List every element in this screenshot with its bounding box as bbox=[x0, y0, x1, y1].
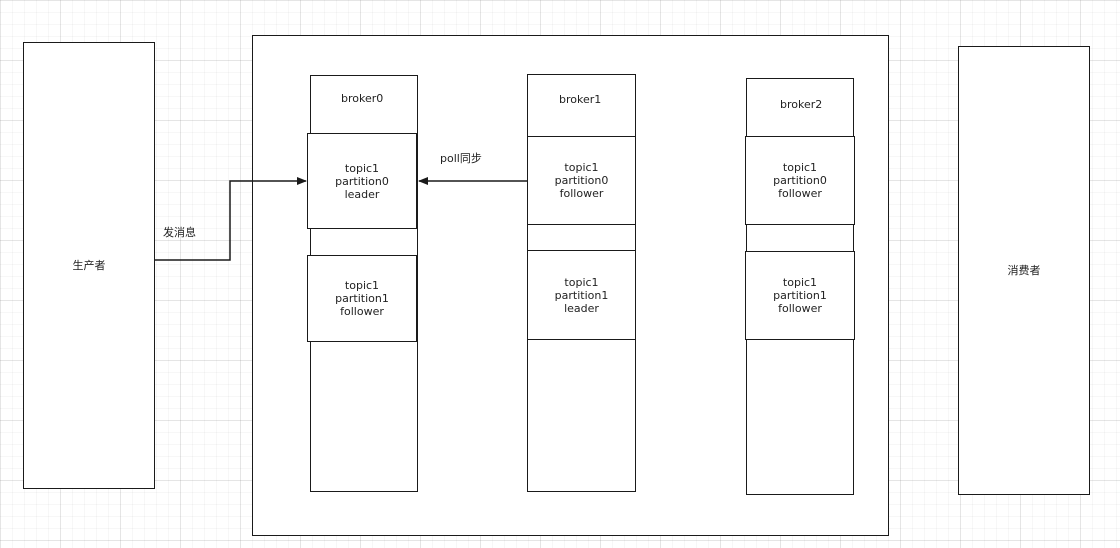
broker1-partition0-box: topic1 partition0 follower bbox=[527, 136, 636, 225]
broker2-label: broker2 bbox=[780, 98, 823, 111]
broker1-partition1-text: topic1 partition1 leader bbox=[554, 275, 609, 315]
broker2-partition1-box: topic1 partition1 follower bbox=[745, 251, 855, 340]
broker0-label: broker0 bbox=[341, 92, 384, 105]
broker0-partition1-text: topic1 partition1 follower bbox=[335, 279, 389, 318]
producer-label: 生产者 bbox=[72, 259, 106, 272]
broker2-partition1-text: topic1 partition1 follower bbox=[773, 276, 827, 315]
producer-box: 生产者 bbox=[23, 42, 155, 489]
send-message-arrow bbox=[155, 177, 307, 261]
broker2-partition0-box: topic1 partition0 follower bbox=[745, 136, 855, 225]
consumer-box: 消费者 bbox=[958, 46, 1090, 495]
broker1-partition0-text: topic1 partition0 follower bbox=[554, 161, 609, 200]
broker0-partition0-text: topic1 partition0 leader bbox=[335, 161, 389, 201]
broker0-partition0-box: topic1 partition0 leader bbox=[307, 133, 417, 229]
broker1-label: broker1 bbox=[559, 93, 602, 106]
send-message-label: 发消息 bbox=[163, 226, 196, 239]
broker2-partition0-text: topic1 partition0 follower bbox=[773, 161, 827, 200]
consumer-label: 消费者 bbox=[1007, 264, 1041, 277]
broker1-partition1-box: topic1 partition1 leader bbox=[527, 250, 636, 340]
poll-sync-label: poll同步 bbox=[440, 152, 482, 165]
broker0-partition1-box: topic1 partition1 follower bbox=[307, 255, 417, 342]
